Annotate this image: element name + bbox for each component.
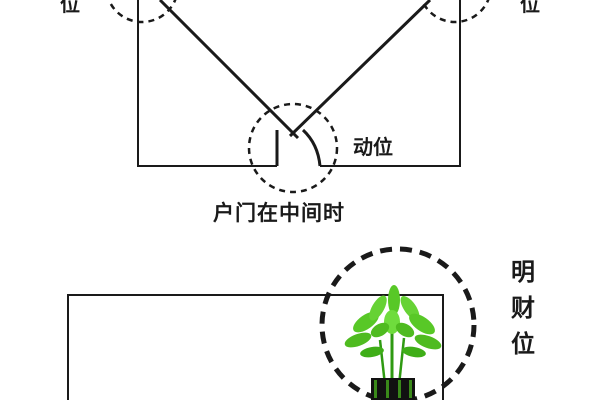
- potted-plant-icon: [344, 285, 442, 400]
- corner-label-left: 位: [60, 0, 80, 16]
- door-swing-arc: [301, 128, 322, 167]
- corner-circle-left: [107, 0, 177, 24]
- bottom-room-outline: [67, 294, 444, 400]
- wealth-position-circle: [319, 246, 477, 400]
- sight-line-left: [158, 0, 300, 140]
- moving-position-circle: [247, 102, 339, 194]
- moving-position-label: 动位: [353, 135, 393, 159]
- top-room-outline: [137, 0, 461, 167]
- sight-line-right: [288, 0, 432, 138]
- top-room-diagram: [107, 0, 490, 194]
- top-diagram-caption: 户门在中间时: [213, 201, 345, 225]
- corner-circle-right: [420, 0, 490, 24]
- wealth-position-label: 明财位: [511, 258, 535, 358]
- corner-label-right: 位: [520, 0, 540, 16]
- bottom-room-diagram: [67, 246, 477, 400]
